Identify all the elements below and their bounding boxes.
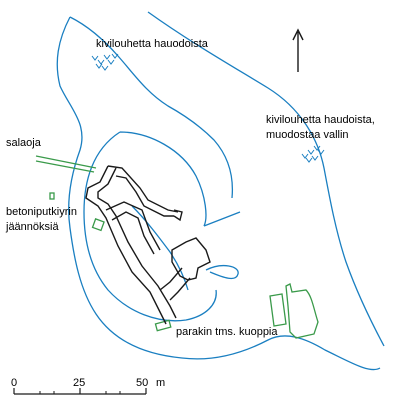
drain-line xyxy=(35,155,97,169)
pipe-remnant-1 xyxy=(49,192,55,200)
inner-contour-small xyxy=(131,205,189,291)
stone-heaps-north xyxy=(91,53,119,71)
scale-tick-50: 50 xyxy=(136,377,148,389)
label-pits: parakin tms. kuoppia xyxy=(176,326,278,338)
structure-roads xyxy=(85,165,191,325)
label-pipe-1: betoniputkiyrin xyxy=(6,206,77,218)
inner-contour-ring xyxy=(83,131,241,322)
scale-unit: m xyxy=(156,377,165,389)
building xyxy=(171,237,211,281)
label-heaps-north: kivilouhetta hauodoista xyxy=(96,38,209,50)
label-heaps-east-1: kivilouhetta haudoista, xyxy=(266,114,375,126)
pit-east-1 xyxy=(269,293,287,327)
scale-tick-0: 0 xyxy=(11,377,17,389)
outer-contour-east xyxy=(147,11,385,347)
label-drain: salaoja xyxy=(6,137,42,149)
scale-tick-25: 25 xyxy=(73,377,85,389)
label-pipe-2: jäännöksiä xyxy=(5,221,59,233)
label-heaps-east-2: muodostaa vallin xyxy=(266,129,349,141)
stone-heaps-east xyxy=(301,145,325,163)
scale-bar: 0 25 50 m xyxy=(11,377,165,395)
pit-bottom xyxy=(154,319,172,332)
north-arrow-icon xyxy=(292,28,304,72)
pipe-remnant-2 xyxy=(91,218,105,232)
drain-line-2 xyxy=(35,160,95,173)
pit-east-2 xyxy=(285,283,319,339)
outer-contour-north xyxy=(69,16,234,199)
